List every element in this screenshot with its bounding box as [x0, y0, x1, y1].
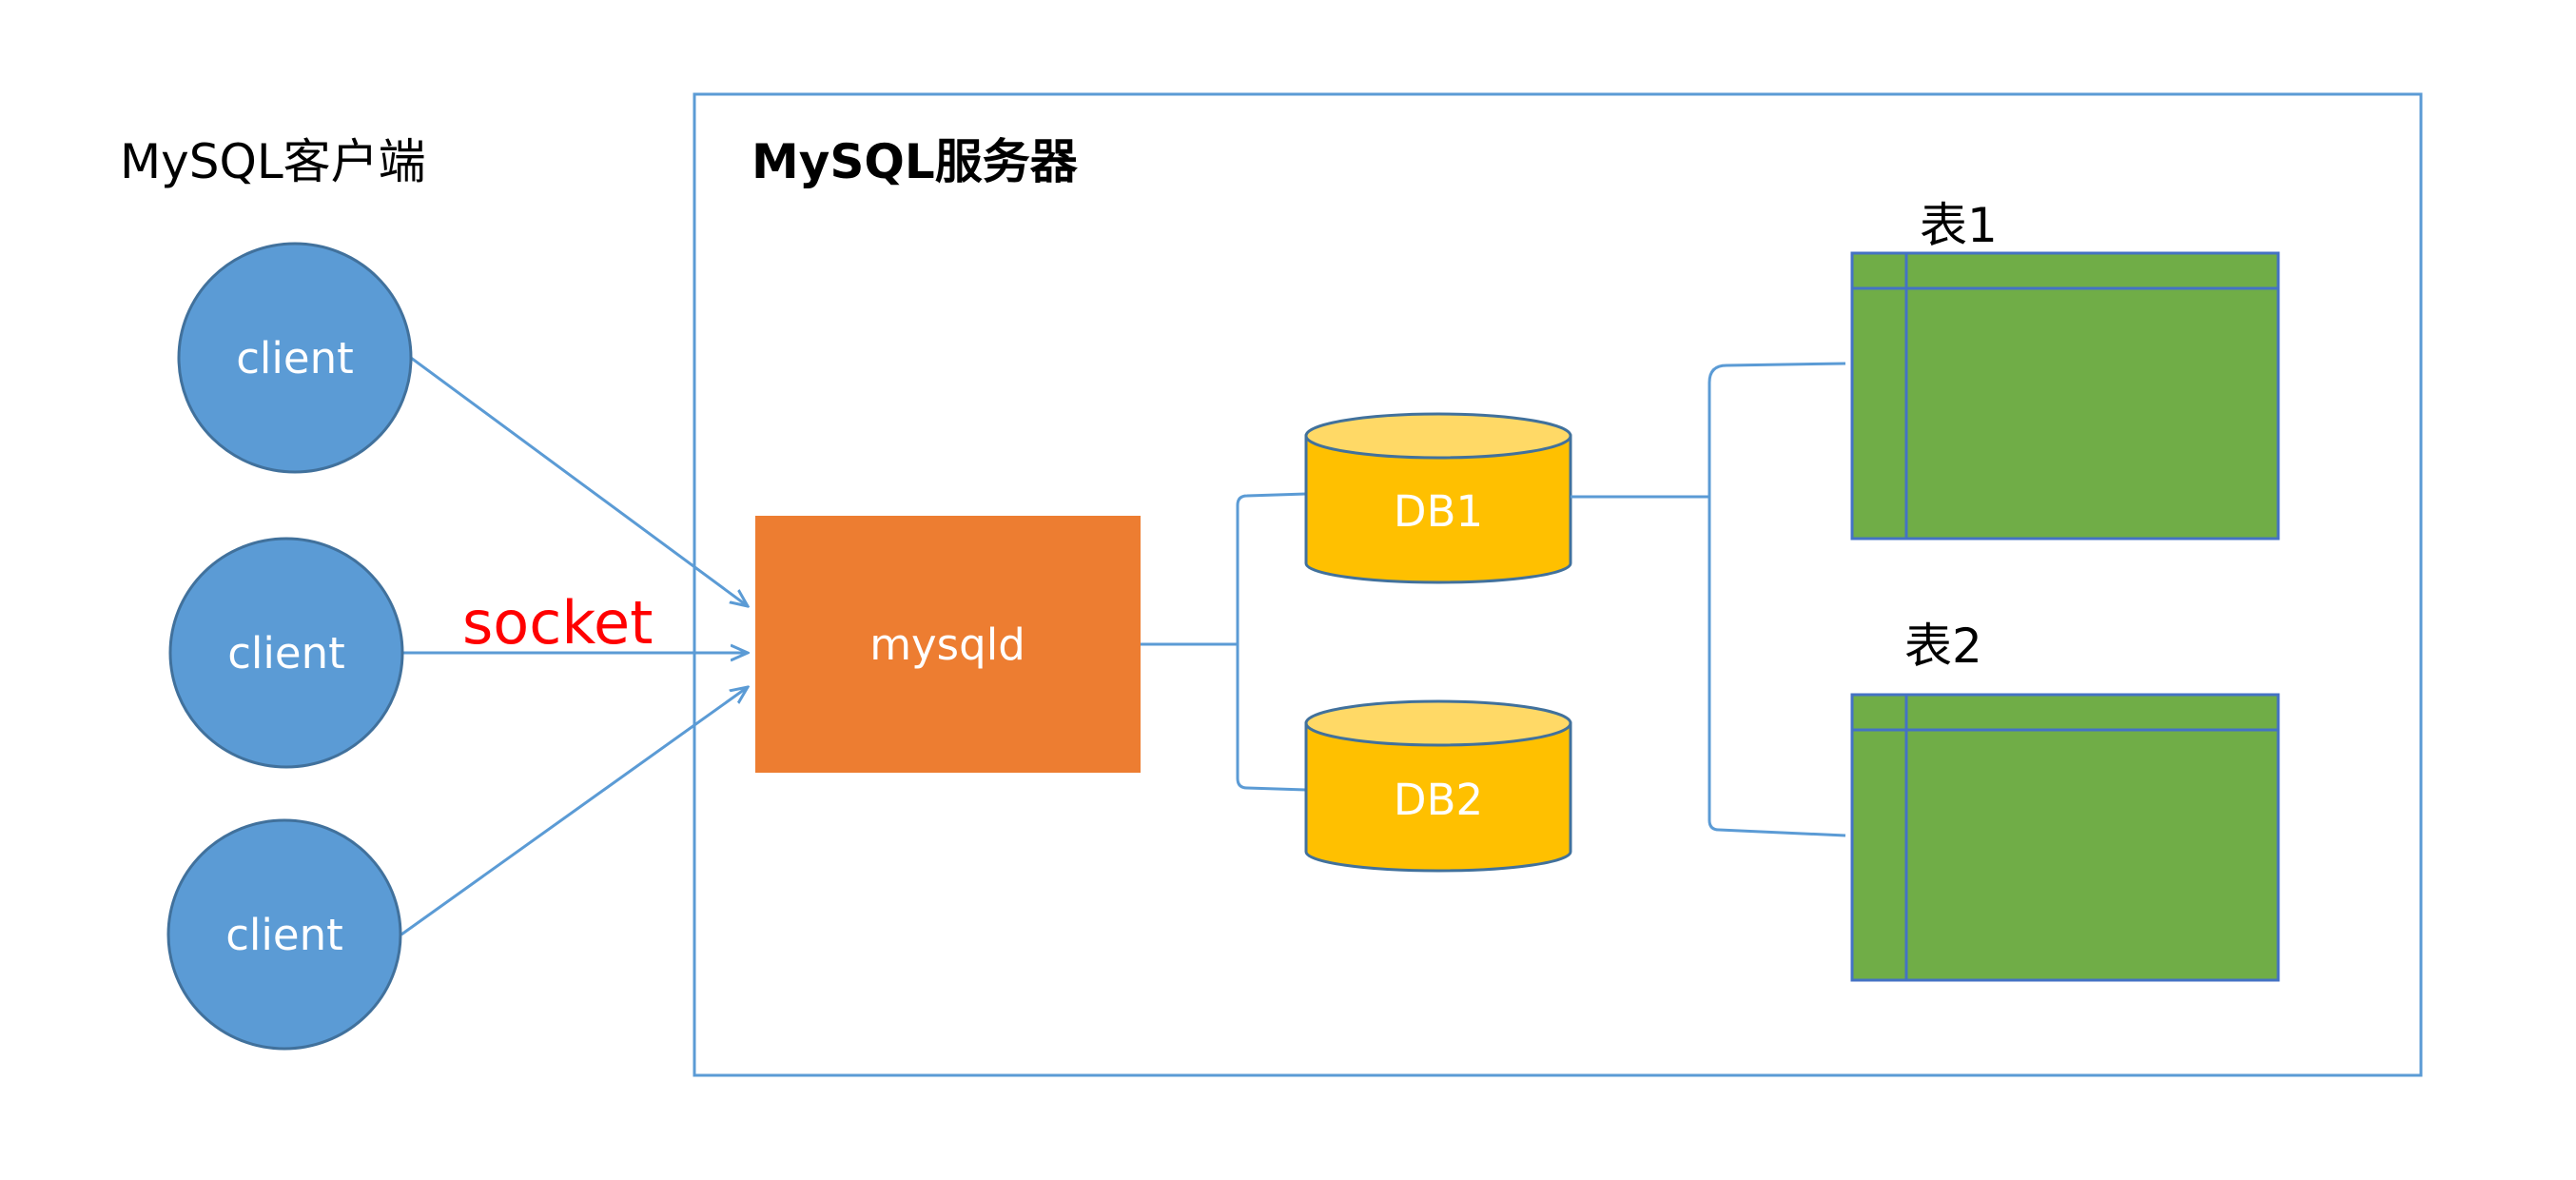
client-area-title: MySQL客户端: [120, 134, 426, 189]
client-label: client: [236, 333, 354, 384]
db2-label: DB2: [1394, 775, 1483, 825]
client-1-connection: [410, 356, 748, 606]
table1-title: 表1: [1920, 198, 1998, 253]
table2-grid: [1850, 693, 2280, 982]
db1-label: DB1: [1394, 486, 1483, 537]
table1-grid: [1850, 251, 2280, 541]
db-table-connector: [1571, 362, 1846, 837]
db1-cylinder: DB1: [1304, 412, 1572, 584]
socket-label: socket: [462, 588, 653, 658]
mysqld-process: mysqld: [755, 516, 1141, 773]
server-container: [693, 92, 2423, 1077]
server-title: MySQL服务器: [751, 134, 1079, 189]
mysqld-label: mysqld: [869, 620, 1025, 670]
client-node-1: client: [177, 242, 413, 474]
db2-cylinder: DB2: [1304, 699, 1572, 873]
client-label: client: [225, 910, 343, 960]
client-label: client: [227, 628, 345, 678]
mysqld-db-connector: [1141, 492, 1307, 792]
client-node-3: client: [166, 818, 402, 1051]
client-3-connection: [400, 687, 748, 936]
table2-title: 表2: [1904, 619, 1982, 674]
client-node-2: client: [168, 537, 404, 769]
